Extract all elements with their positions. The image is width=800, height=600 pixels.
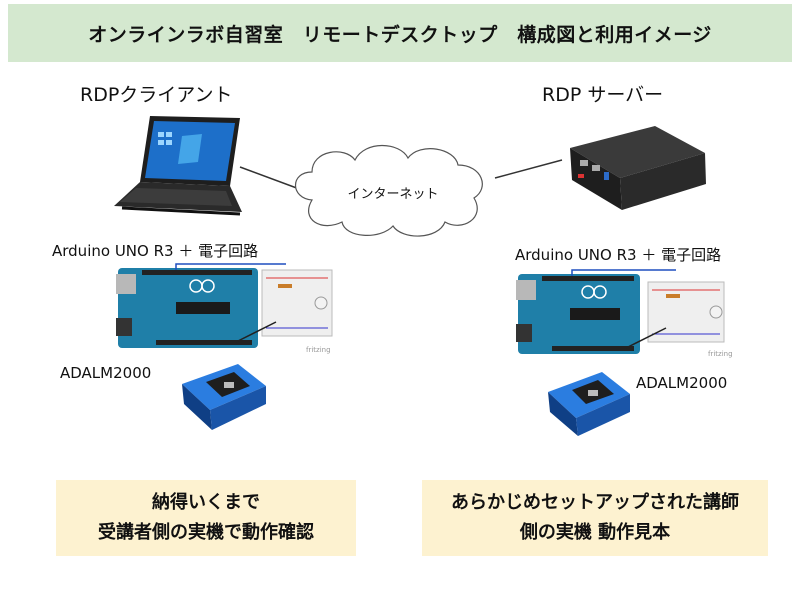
server-callout: あらかじめセットアップされた講師 側の実機 動作見本 [422, 480, 768, 556]
server-device-label: ADALM2000 [636, 374, 728, 392]
client-adalm2000-icon [182, 364, 266, 430]
server-circuit-label: Arduino UNO R3 ＋ 電子回路 [515, 246, 722, 264]
client-heading: RDPクライアント [80, 84, 233, 106]
server-adalm2000-icon [548, 372, 630, 436]
breadboard-icon [261, 269, 333, 337]
server-heading: RDP サーバー [542, 84, 664, 106]
server-box-icon [570, 126, 706, 210]
cloud-icon [295, 145, 483, 237]
arduino-board-icon [116, 268, 258, 348]
server-callout-line-1: あらかじめセットアップされた講師 [451, 492, 739, 513]
page-title: オンラインラボ自習室 リモートデスクトップ 構成図と利用イメージ [8, 4, 792, 62]
client-callout-line-1: 納得いくまで [152, 492, 260, 513]
client-circuit-label: Arduino UNO R3 ＋ 電子回路 [52, 242, 259, 260]
server-arduino-circuit: fritzing [516, 269, 733, 358]
client-link-line [239, 166, 303, 191]
client-callout: 納得いくまで 受講者側の実機で動作確認 [56, 480, 356, 556]
client-device-label: ADALM2000 [60, 364, 152, 382]
client-arduino-circuit: fritzing [116, 263, 333, 354]
breadboard-icon [647, 281, 725, 343]
laptop-icon [114, 116, 242, 216]
server-callout-line-2: 側の実機 動作見本 [519, 522, 671, 543]
client-callout-line-2: 受講者側の実機で動作確認 [98, 522, 314, 543]
client-fritzing-credit: fritzing [306, 346, 331, 354]
server-link-line [494, 159, 563, 179]
network-label: インターネット [347, 187, 438, 202]
server-fritzing-credit: fritzing [708, 350, 733, 358]
arduino-board-icon [516, 274, 640, 354]
